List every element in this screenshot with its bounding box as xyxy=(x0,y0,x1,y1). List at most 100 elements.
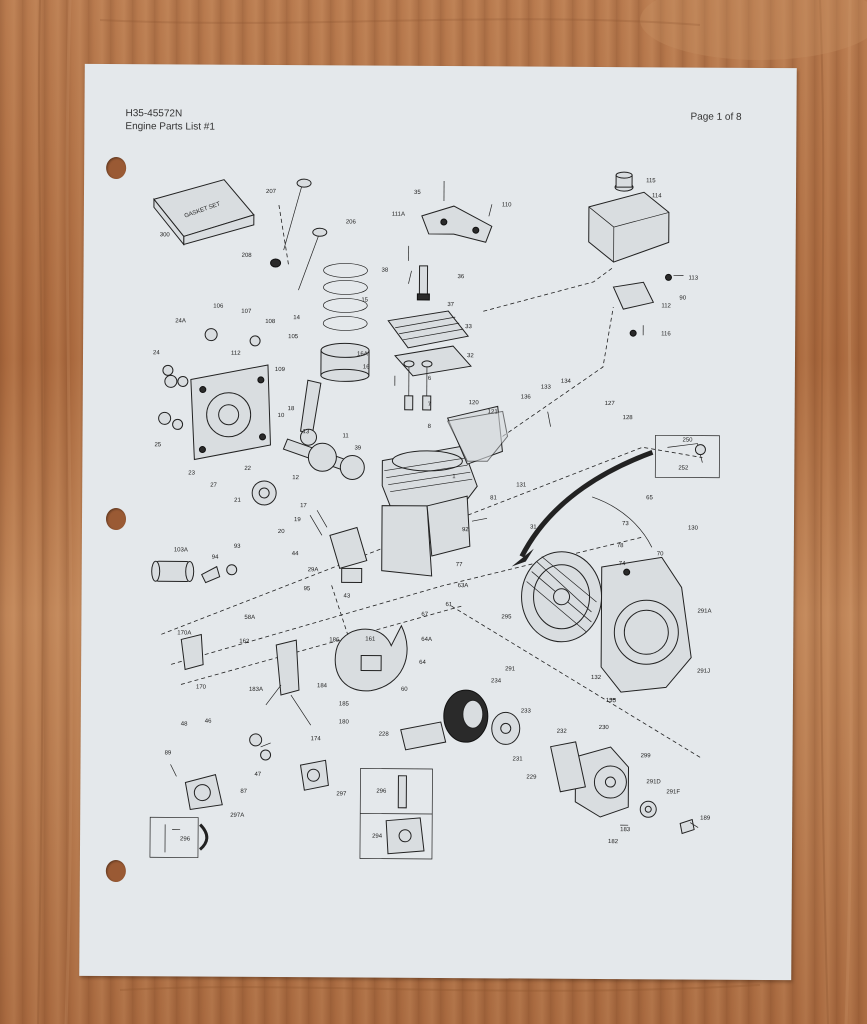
washers-291f xyxy=(639,800,695,835)
label-234: 234 xyxy=(491,678,502,684)
label-232: 232 xyxy=(557,729,568,735)
label-184: 184 xyxy=(317,683,328,689)
label-31: 31 xyxy=(530,525,537,531)
label-296-small: 296 xyxy=(180,836,191,842)
label-63a: 63A xyxy=(458,583,469,589)
label-133: 133 xyxy=(541,385,552,391)
connecting-rod xyxy=(299,379,322,446)
label-64: 64 xyxy=(419,660,426,666)
starter-cup-233 xyxy=(491,711,521,745)
label-185: 185 xyxy=(339,701,350,707)
label-93: 93 xyxy=(234,544,241,550)
label-183a: 183A xyxy=(249,687,263,693)
piston-rings xyxy=(322,263,368,331)
label-299: 299 xyxy=(641,753,652,759)
label-43: 43 xyxy=(344,593,351,599)
label-128: 128 xyxy=(623,415,634,421)
inset-box-296-294 xyxy=(359,768,433,860)
label-291a: 291A xyxy=(697,609,711,615)
label-35: 35 xyxy=(414,190,421,196)
label-74: 74 xyxy=(619,561,626,567)
carburetor xyxy=(309,510,368,584)
label-109: 109 xyxy=(275,367,286,373)
label-207: 207 xyxy=(266,189,277,195)
label-73: 73 xyxy=(622,521,629,527)
label-6: 6 xyxy=(428,376,432,382)
label-291: 291 xyxy=(505,666,516,672)
wire-65 xyxy=(592,496,653,548)
label-291d: 291D xyxy=(646,779,661,785)
label-134: 134 xyxy=(561,379,572,385)
muffler-shield xyxy=(446,410,509,462)
label-70: 70 xyxy=(657,551,664,557)
label-127: 127 xyxy=(605,401,616,407)
label-37: 37 xyxy=(447,302,454,308)
label-11: 11 xyxy=(343,433,350,439)
label-12: 12 xyxy=(292,475,299,481)
exploded-engine-diagram: GASKET SET xyxy=(149,171,720,860)
label-252: 252 xyxy=(678,465,689,471)
label-108: 108 xyxy=(265,319,276,325)
label-291f: 291F xyxy=(666,789,680,795)
part-number-labels: 300 207 206 208 15 14 16A 16 24A 106 107… xyxy=(153,178,711,845)
label-174: 174 xyxy=(311,736,322,742)
label-1: 1 xyxy=(452,474,456,480)
label-15: 15 xyxy=(361,298,368,304)
label-135: 135 xyxy=(606,698,617,704)
label-162: 162 xyxy=(239,639,250,645)
label-121: 121 xyxy=(488,409,499,415)
seals-and-washers xyxy=(158,328,261,430)
label-300: 300 xyxy=(160,232,171,238)
label-23: 23 xyxy=(188,470,195,476)
fuel-pump-297a xyxy=(184,774,223,811)
label-47: 47 xyxy=(254,772,261,778)
starter-pulley-234 xyxy=(443,689,489,743)
cylinder-block xyxy=(381,445,478,577)
label-7: 7 xyxy=(428,402,432,408)
label-65: 65 xyxy=(646,495,653,501)
label-81: 81 xyxy=(490,495,497,501)
label-120: 120 xyxy=(469,400,480,406)
label-170: 170 xyxy=(196,685,207,691)
label-233: 233 xyxy=(521,709,532,715)
label-183: 183 xyxy=(620,827,631,833)
label-18: 18 xyxy=(288,406,295,412)
label-296: 296 xyxy=(376,789,387,795)
label-110: 110 xyxy=(502,202,512,208)
label-24a: 24A xyxy=(175,318,186,324)
label-89: 89 xyxy=(165,750,172,756)
label-182: 182 xyxy=(608,839,619,845)
cylinder-head xyxy=(387,310,472,377)
leader-line-base xyxy=(180,605,462,685)
label-16a: 16A xyxy=(357,352,368,358)
label-113: 113 xyxy=(688,276,698,282)
label-67: 67 xyxy=(421,612,428,618)
label-112b: 112 xyxy=(661,303,671,309)
label-36: 36 xyxy=(457,274,464,280)
label-228: 228 xyxy=(379,732,390,738)
label-58a: 58A xyxy=(244,615,255,621)
label-229: 229 xyxy=(526,775,537,781)
label-13: 13 xyxy=(303,429,310,435)
inset-box-296 xyxy=(149,816,209,858)
label-112: 112 xyxy=(231,351,241,357)
label-10: 10 xyxy=(278,413,285,419)
label-189: 189 xyxy=(700,816,711,822)
label-231: 231 xyxy=(513,756,524,762)
starter-tag-228 xyxy=(400,721,447,751)
label-130: 130 xyxy=(688,526,699,532)
leader-line-main xyxy=(161,446,703,635)
label-95: 95 xyxy=(304,586,311,592)
label-78: 78 xyxy=(617,543,624,549)
label-46: 46 xyxy=(205,719,212,725)
label-29a: 29A xyxy=(308,567,319,573)
air-filter xyxy=(151,560,195,582)
label-25: 25 xyxy=(154,442,161,448)
label-208: 208 xyxy=(242,253,253,259)
bracket-111a xyxy=(421,205,493,243)
label-22: 22 xyxy=(244,466,251,472)
starter-arrow xyxy=(511,449,654,567)
label-115: 115 xyxy=(646,178,656,184)
label-44: 44 xyxy=(292,551,299,557)
